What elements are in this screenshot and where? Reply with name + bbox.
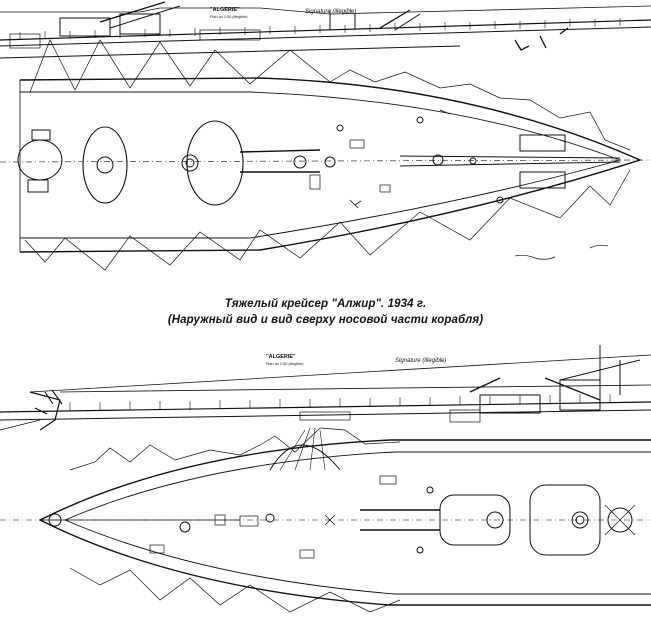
top-plan-hull [0, 39, 651, 271]
bottom-signature: Signature (illegible) [395, 358, 446, 364]
bottom-plan-hull [0, 427, 651, 613]
top-scale-note: Plan au 1:50 (illegible) [210, 15, 248, 19]
bottom-ship-label: "ALGERIE" [266, 354, 296, 360]
top-ship-label: "ALGERIE" [210, 7, 240, 13]
bottom-scale-note: Plan au 1:50 (illegible) [266, 362, 304, 366]
top-signature: Signature (illegible) [305, 9, 356, 15]
bottom-side-elevation [0, 345, 651, 431]
figure-caption-subtitle: (Наружный вид и вид сверху носовой части… [167, 314, 484, 326]
figure-caption-title: Тяжелый крейсер "Алжир". 1934 г. [224, 298, 427, 310]
top-side-elevation [0, 1, 651, 59]
